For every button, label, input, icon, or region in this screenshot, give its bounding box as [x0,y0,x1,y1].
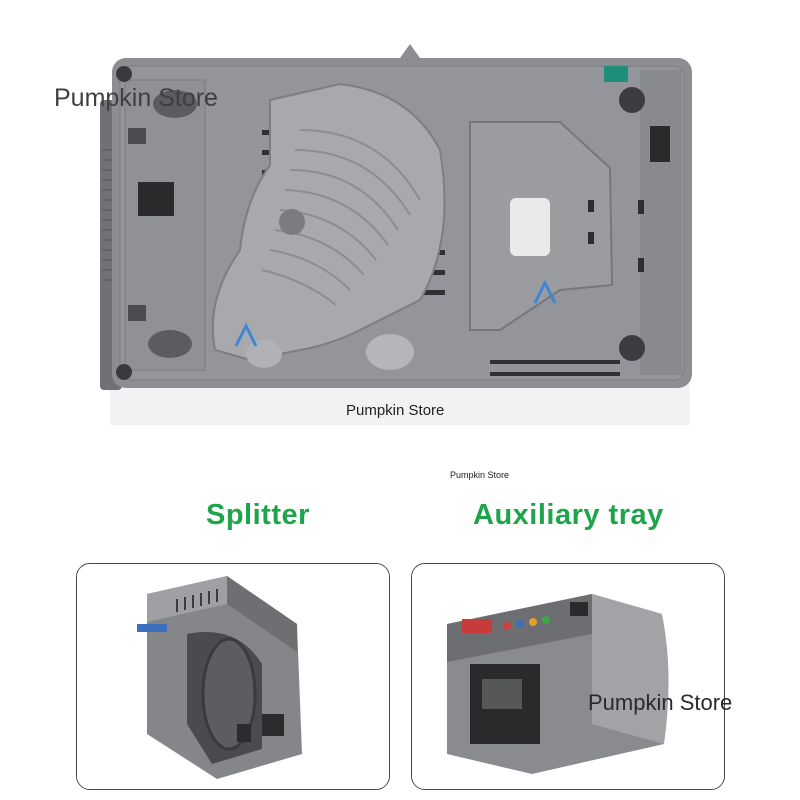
thumbnail-dispenser-front [411,563,725,790]
auxiliary-tray-label: Auxiliary tray [473,499,664,531]
watermark-small: Pumpkin Store [450,470,510,480]
watermark-thumbnail-right: Pumpkin Store [588,690,733,715]
splitter-label: Splitter [206,499,310,531]
thumbnail-dispenser-side [76,563,390,790]
dispenser-front-photo [412,564,724,789]
dispenser-underside-photo [100,44,692,460]
watermark-top-left: Pumpkin Store [54,84,218,112]
watermark-center: Pumpkin Store [346,402,445,419]
dispenser-side-photo [77,564,389,789]
